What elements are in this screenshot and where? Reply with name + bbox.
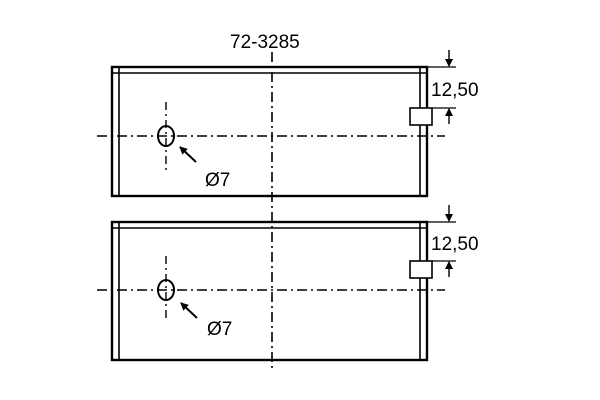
lower-bearing-shell: Ø7 12,50 <box>97 205 479 362</box>
upper-dimension-label: 12,50 <box>431 80 479 101</box>
upper-bearing-shell: Ø7 12,50 <box>97 50 479 198</box>
lower-shell-outline <box>110 220 429 362</box>
lower-hole-diameter-label: Ø7 <box>207 319 232 340</box>
part-number-label: 72-3285 <box>230 32 300 53</box>
lower-dimension-label: 12,50 <box>431 234 479 255</box>
upper-hole-leader-arrow <box>179 146 197 163</box>
upper-shell-outline <box>110 65 429 198</box>
upper-locating-tab <box>409 107 433 126</box>
lower-hole-leader-arrow <box>180 302 198 319</box>
upper-hole-diameter-label: Ø7 <box>205 170 230 191</box>
lower-locating-tab <box>409 260 433 279</box>
